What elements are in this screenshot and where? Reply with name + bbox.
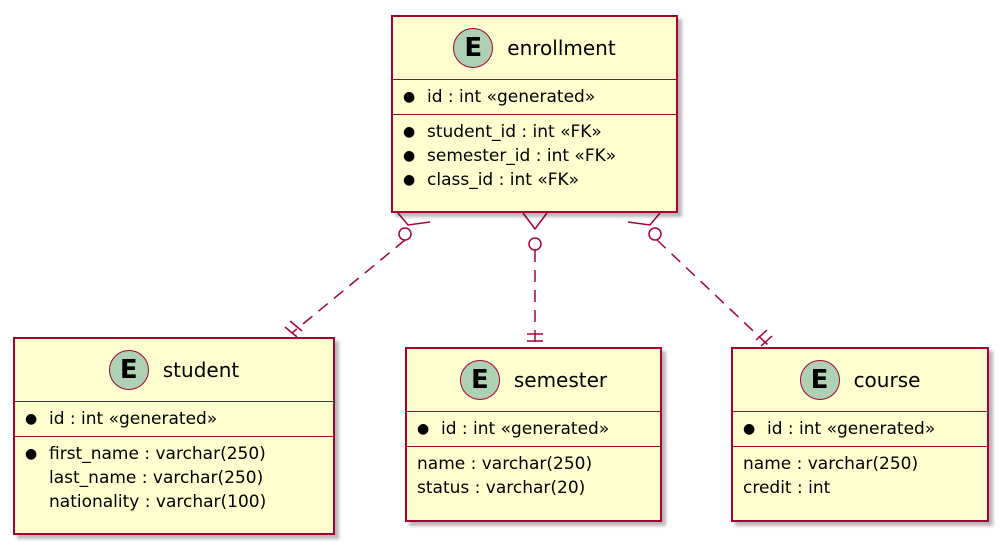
entity-badge-icon: E <box>459 360 500 400</box>
mandatory-bullet-icon: ● <box>25 446 38 462</box>
entity-header: E student <box>15 339 333 402</box>
field-row: ● student_id : int «FK» <box>403 120 666 144</box>
fields-section: ● student_id : int «FK» ● semester_id : in… <box>393 114 676 197</box>
field-row: status : varchar(20) <box>417 476 650 500</box>
entity-badge-icon: E <box>453 28 494 68</box>
field-label: name : varchar(250) <box>417 454 593 474</box>
mandatory-bullet-icon: ● <box>743 421 756 437</box>
field-label: student_id : int «FK» <box>427 122 602 142</box>
key-fields-section: ● id : int «generated» <box>15 402 333 436</box>
entity-enrollment: E enrollment ● id : int «generated» ● stud… <box>391 15 678 213</box>
entity-title: enrollment <box>507 36 616 60</box>
field-label: class_id : int «FK» <box>427 170 580 190</box>
field-row: name : varchar(250) <box>743 452 977 476</box>
field-label: status : varchar(20) <box>417 478 586 498</box>
mandatory-bullet-icon: ● <box>403 172 416 188</box>
entity-student: E student ● id : int «generated» ● first_n… <box>13 337 335 535</box>
fields-section: name : varchar(250) status : varchar(20) <box>407 446 660 505</box>
key-fields-section: ● id : int «generated» <box>733 412 987 446</box>
entity-title: student <box>162 358 240 382</box>
key-fields-section: ● id : int «generated» <box>407 412 660 446</box>
relation-enrollment-course <box>628 213 772 346</box>
field-row: ● class_id : int «FK» <box>403 168 666 192</box>
entity-header: E course <box>733 349 987 412</box>
relation-enrollment-student <box>285 213 430 337</box>
field-row: ● id : int «generated» <box>403 85 666 109</box>
field-label: last_name : varchar(250) <box>49 468 264 488</box>
entity-header: E enrollment <box>393 17 676 80</box>
entity-title: semester <box>513 368 608 392</box>
field-label: semester_id : int «FK» <box>427 146 617 166</box>
relation-enrollment-semester <box>523 213 547 345</box>
mandatory-bullet-icon: ● <box>403 89 416 105</box>
field-row: ● id : int «generated» <box>743 417 977 441</box>
field-label: first_name : varchar(250) <box>49 444 266 464</box>
fields-section: name : varchar(250) credit : int <box>733 446 987 505</box>
field-row: credit : int <box>743 476 977 500</box>
entity-badge-icon: E <box>799 360 840 400</box>
mandatory-bullet-icon: ● <box>417 421 430 437</box>
field-label: id : int «generated» <box>49 409 218 429</box>
mandatory-bullet-icon: ● <box>25 411 38 427</box>
field-row: name : varchar(250) <box>417 452 650 476</box>
field-row: ● id : int «generated» <box>25 407 323 431</box>
fields-section: ● first_name : varchar(250) last_name : v… <box>15 436 333 519</box>
entity-header: E semester <box>407 349 660 412</box>
field-row: ● semester_id : int «FK» <box>403 144 666 168</box>
field-row: last_name : varchar(250) <box>25 466 323 490</box>
field-label: credit : int <box>743 478 831 498</box>
entity-title: course <box>853 368 921 392</box>
field-label: nationality : varchar(100) <box>49 492 267 512</box>
mandatory-bullet-icon: ● <box>403 148 416 164</box>
field-label: id : int «generated» <box>767 419 936 439</box>
mandatory-bullet-icon: ● <box>403 124 416 140</box>
field-label: id : int «generated» <box>441 419 610 439</box>
entity-course: E course ● id : int «generated» name : va… <box>731 347 989 522</box>
entity-semester: E semester ● id : int «generated» name : … <box>405 347 662 522</box>
key-fields-section: ● id : int «generated» <box>393 80 676 114</box>
field-row: nationality : varchar(100) <box>25 490 323 514</box>
field-label: id : int «generated» <box>427 87 596 107</box>
field-label: name : varchar(250) <box>743 454 919 474</box>
entity-badge-icon: E <box>108 350 149 390</box>
field-row: ● first_name : varchar(250) <box>25 442 323 466</box>
field-row: ● id : int «generated» <box>417 417 650 441</box>
